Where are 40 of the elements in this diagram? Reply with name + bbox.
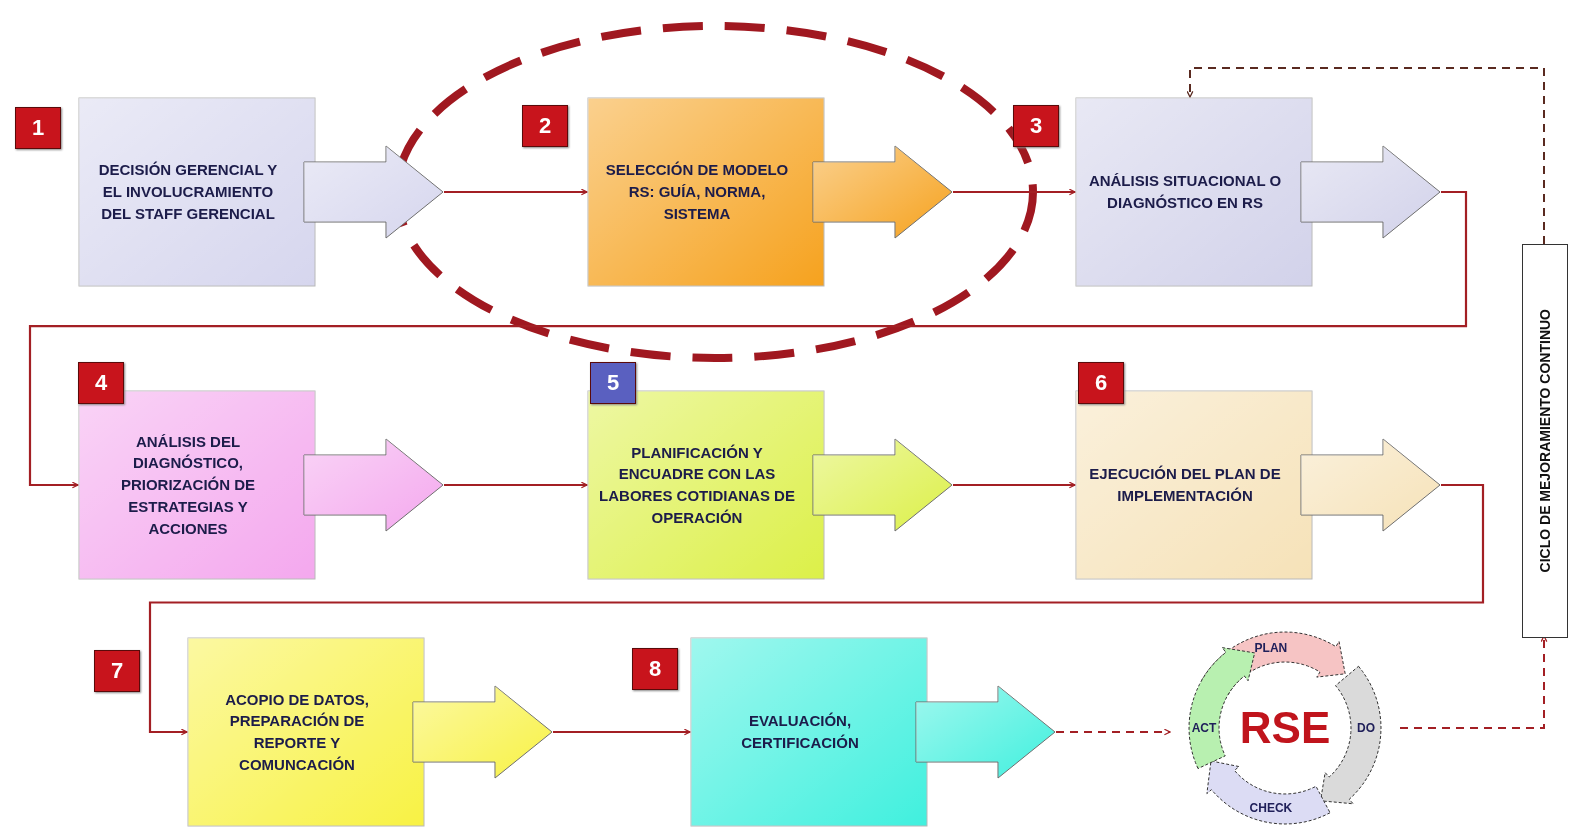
step-number-badge: 4 — [78, 362, 124, 404]
process-arrow-box — [587, 97, 953, 287]
process-arrow-box — [1075, 390, 1441, 580]
dashed-arrow — [1055, 728, 1171, 736]
step-number-badge: 5 — [590, 362, 636, 404]
arrow — [28, 190, 1468, 489]
vertical-text: CICLO DE MEJORAMIENTO CONTINUO — [1537, 309, 1553, 573]
step-number-badge: 1 — [15, 107, 61, 149]
step-text: ANÁLISIS SITUACIONAL O DIAGNÓSTICO EN RS — [1087, 171, 1283, 213]
step-number-badge: 3 — [1013, 105, 1059, 147]
dashed-arrow — [1186, 67, 1545, 245]
arrow — [953, 481, 1076, 489]
vertical-label-box — [1522, 244, 1568, 638]
arrow — [444, 188, 588, 196]
process-arrow-box — [587, 390, 953, 580]
cycle-step-label: ACT — [1191, 721, 1217, 735]
step-number-badge: 7 — [94, 650, 140, 692]
step-number-badge: 2 — [522, 105, 568, 147]
step-text: EJECUCIÓN DEL PLAN DE IMPLEMENTACIÓN — [1088, 464, 1282, 506]
arrow — [953, 188, 1076, 196]
process-arrow-box — [690, 637, 1056, 827]
arrow — [553, 728, 691, 736]
step-text: PLANIFICACIÓN Y ENCUADRE CON LAS LABORES COTIDIANAS DE OPERACIÓN — [598, 442, 796, 528]
process-arrow-box — [78, 390, 444, 580]
cycle-step-label: PLAN — [1254, 641, 1288, 656]
process-arrow-box — [78, 97, 444, 287]
process-arrow-box — [187, 637, 553, 827]
cycle-step-label: CHECK — [1249, 800, 1293, 815]
arrow — [444, 481, 588, 489]
process-arrow-box — [1075, 97, 1441, 287]
cycle-center-label: RSE — [1239, 703, 1331, 753]
step-text: ACOPIO DE DATOS, PREPARACIÓN DE REPORTE Y COMUNCACIÓN — [224, 689, 370, 775]
cycle-step-label: DO — [1357, 721, 1375, 735]
step-number-badge: 8 — [632, 648, 678, 690]
arrow — [148, 483, 1485, 736]
step-number-badge: 6 — [1078, 362, 1124, 404]
step-text: SELECCIÓN DE MODELO RS: GUÍA, NORMA, SISTEMA — [604, 160, 790, 224]
step-text: EVALUACIÓN, CERTIFICACIÓN — [740, 711, 860, 753]
step-text: DECISIÓN GERENCIAL Y EL INVOLUCRAMIENTO DEL STAFF GERENCIAL — [97, 160, 279, 224]
step-text: ANÁLISIS DEL DIAGNÓSTICO, PRIORIZACIÓN DE ESTRATEGIAS Y ACCIONES — [119, 431, 257, 539]
